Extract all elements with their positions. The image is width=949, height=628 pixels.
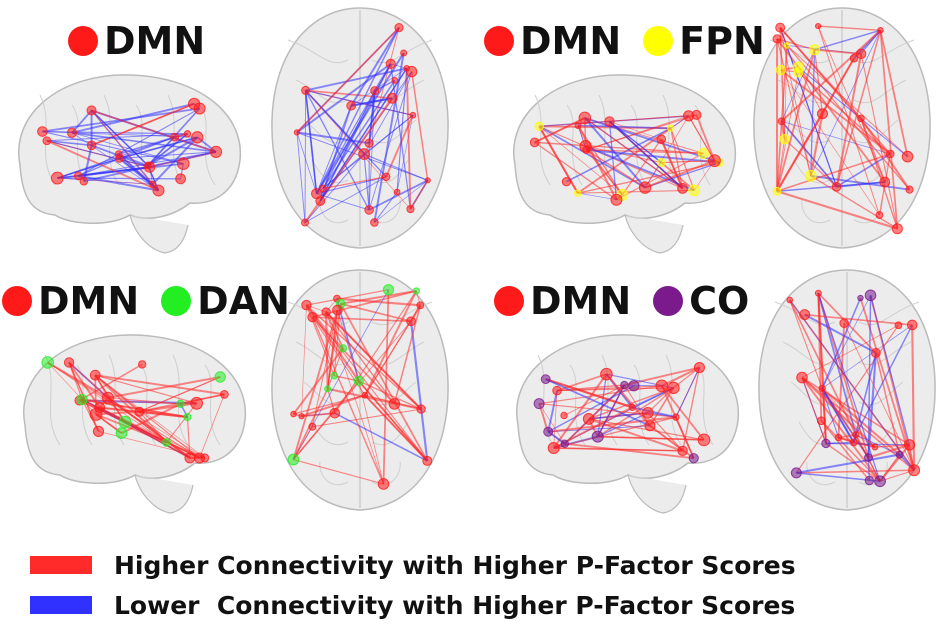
lower-connectivity-swatch xyxy=(30,596,92,614)
sagittal-brain-dmn-dan xyxy=(5,315,260,515)
dmn-color-dot xyxy=(2,286,32,316)
legend: Higher Connectivity with Higher P-Factor… xyxy=(30,548,796,628)
sagittal-brain-dmn-co xyxy=(498,315,753,515)
sagittal-brain-dmn xyxy=(0,55,255,255)
legend-item-higher: Higher Connectivity with Higher P-Factor… xyxy=(30,548,796,582)
axial-brain-dmn-fpn xyxy=(750,0,935,255)
legend-label-higher: Higher Connectivity with Higher P-Factor… xyxy=(114,551,796,580)
dmn-color-dot xyxy=(68,26,98,56)
higher-connectivity-swatch xyxy=(30,556,92,574)
axial-brain-dmn-dan xyxy=(268,262,453,517)
fpn-color-dot xyxy=(643,26,673,56)
legend-item-lower: Lower Connectivity with Higher P-Factor … xyxy=(30,588,796,622)
legend-label-lower: Lower Connectivity with Higher P-Factor … xyxy=(114,591,795,620)
sagittal-brain-dmn-fpn xyxy=(495,55,750,255)
dmn-color-dot xyxy=(484,26,514,56)
axial-brain-dmn-co xyxy=(755,262,940,517)
co-color-dot xyxy=(653,286,683,316)
dan-color-dot xyxy=(161,286,191,316)
dmn-color-dot xyxy=(494,286,524,316)
axial-brain-dmn xyxy=(268,0,453,255)
